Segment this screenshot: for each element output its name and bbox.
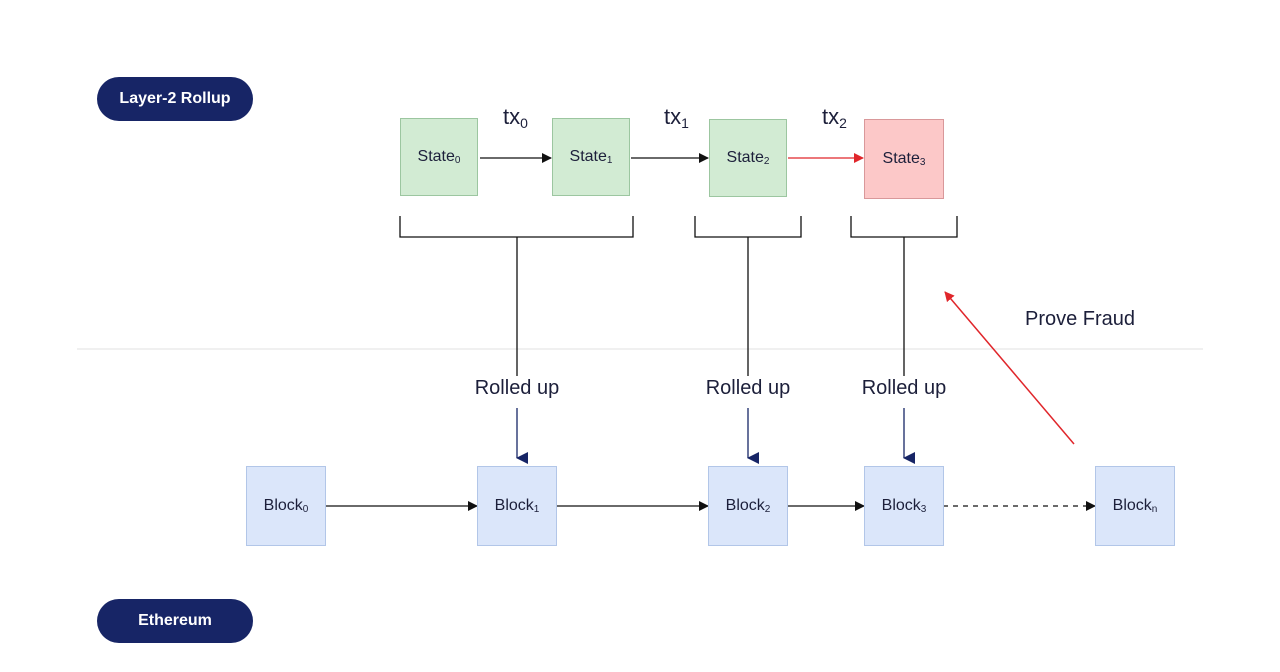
bracket-group-3 xyxy=(850,216,958,238)
rolled-up-label-3: Rolled up xyxy=(861,377,947,399)
prove-fraud-label: Prove Fraud xyxy=(1025,308,1136,330)
rolled-up-label-1: Rolled up xyxy=(474,377,560,399)
bracket-group-2 xyxy=(694,216,802,238)
tx-label-2: tx2 xyxy=(822,104,847,131)
bracket-group-1 xyxy=(399,216,634,238)
layer2-rollup-label: Layer-2 Rollup xyxy=(97,77,253,121)
tx-label-1: tx1 xyxy=(664,104,689,131)
prove-fraud-arrow xyxy=(944,291,1075,445)
rolled-up-label-2: Rolled up xyxy=(705,377,791,399)
ethereum-label: Ethereum xyxy=(97,599,253,643)
tx-label-0: tx0 xyxy=(503,104,528,131)
